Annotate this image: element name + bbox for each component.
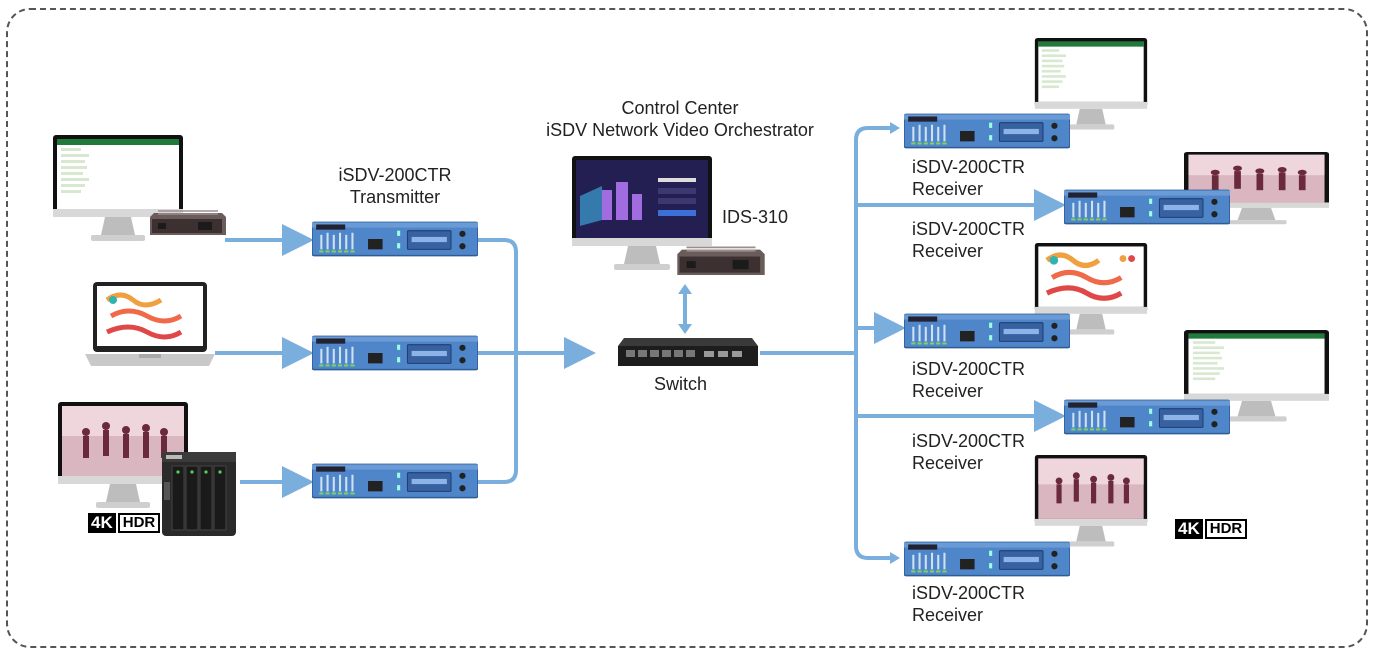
control-center-line1: Control Center: [621, 98, 739, 118]
transmitter-label-line2: Transmitter: [349, 187, 441, 207]
ids-label: IDS-310: [722, 207, 789, 227]
control-center-line2: iSDV Network Video Orchestrator: [546, 120, 814, 140]
transmitter-box-icon: [312, 220, 478, 258]
control-center-label: Control Center iSDV Network Video Orches…: [505, 97, 855, 141]
receiver-label-4-line2: Receiver: [912, 453, 984, 473]
receiver-label-5-line2: Receiver: [912, 605, 984, 625]
transmitter-label-line1: iSDV-200CTR: [338, 165, 452, 185]
transmitter-box-icon: [312, 462, 478, 500]
receiver-label-3: iSDV-200CTR Receiver: [912, 358, 1025, 402]
receiver-label-4: iSDV-200CTR Receiver: [912, 430, 1025, 474]
receiver-label-3-line2: Receiver: [912, 381, 984, 401]
diagram-frame: [6, 8, 1368, 648]
receiver-label-2-line2: Receiver: [912, 241, 984, 261]
receiver-label-2: iSDV-200CTR Receiver: [912, 218, 1025, 262]
mini-pc-icon: [148, 198, 228, 246]
hdr-label: HDR: [117, 513, 161, 533]
transmitter-box-icon: [312, 334, 478, 372]
transmitter-label: iSDV-200CTR Transmitter: [320, 164, 470, 208]
receiver-monitor-dancers-icon: [1025, 455, 1157, 550]
receiver-box-icon: [904, 112, 1070, 150]
receiver-label-3-line1: iSDV-200CTR: [912, 359, 1026, 379]
receiver-label-1-line1: iSDV-200CTR: [912, 157, 1026, 177]
nas-icon: [162, 452, 236, 536]
4k-hdr-badge-right: 4K HDR: [1175, 519, 1248, 539]
receiver-box-icon: [904, 312, 1070, 350]
receiver-label-5: iSDV-200CTR Receiver: [912, 582, 1025, 626]
receiver-label-5-line1: iSDV-200CTR: [912, 583, 1026, 603]
link-tx-bus: [478, 238, 518, 484]
network-switch-icon: [618, 338, 758, 366]
switch-label: Switch: [654, 374, 708, 394]
4k-label: 4K: [1175, 519, 1203, 539]
mini-pc-icon: [675, 240, 767, 280]
receiver-box-icon: [1064, 188, 1230, 226]
hdr-label: HDR: [1204, 519, 1248, 539]
4k-label: 4K: [88, 513, 116, 533]
receiver-label-4-line1: iSDV-200CTR: [912, 431, 1026, 451]
receiver-label-2-line1: iSDV-200CTR: [912, 219, 1026, 239]
receiver-label-1-line2: Receiver: [912, 179, 984, 199]
laptop-infographic-icon: [85, 282, 215, 366]
receiver-box-icon: [1064, 398, 1230, 436]
4k-hdr-badge-left: 4K HDR: [88, 513, 161, 533]
control-monitor-icon: [572, 156, 712, 270]
receiver-box-icon: [904, 540, 1070, 578]
link-rx-bus: [854, 126, 896, 560]
receiver-label-1: iSDV-200CTR Receiver: [912, 156, 1025, 200]
